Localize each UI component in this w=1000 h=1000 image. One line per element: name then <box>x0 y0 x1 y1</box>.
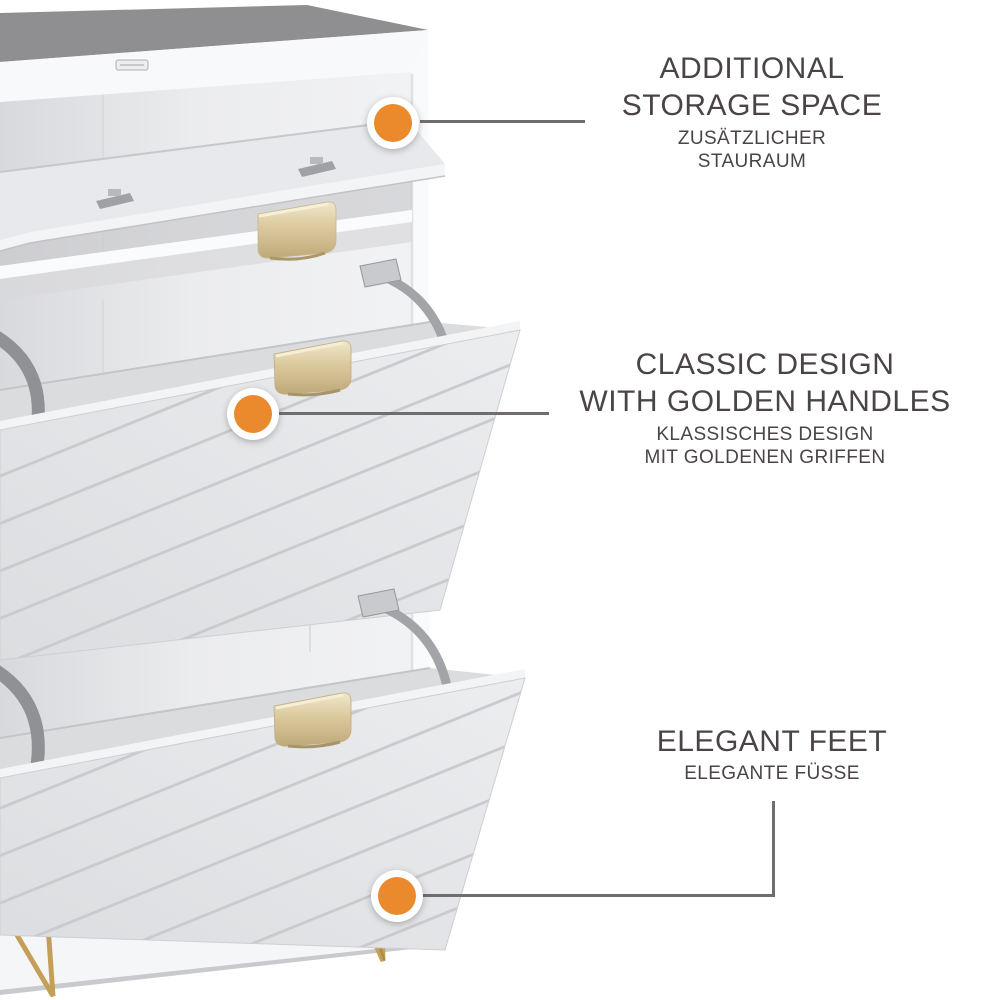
label-subtitle-line: KLASSISCHES DESIGN <box>656 424 874 445</box>
label-subtitle-line: MIT GOLDENEN GRIFFEN <box>644 447 886 468</box>
hotspot-dot-icon <box>234 395 272 433</box>
hotspot-dot-icon <box>378 877 416 915</box>
hotspot-storage-space[interactable] <box>367 97 419 149</box>
label-title-line: STORAGE SPACE <box>621 89 883 122</box>
callout-line-feet-vertical <box>772 801 775 895</box>
hotspot-dot-icon <box>374 104 412 142</box>
latch-plate <box>115 59 149 71</box>
callout-line-handles <box>276 412 549 415</box>
label-subtitle-line: ZUSÄTZLICHER <box>677 128 827 149</box>
hotspot-golden-handles[interactable] <box>227 388 279 440</box>
label-title-line: CLASSIC DESIGN <box>635 348 895 381</box>
callout-line-storage <box>420 120 585 123</box>
label-storage-space: ADDITIONAL STORAGE SPACE ZUSÄTZLICHER ST… <box>622 50 882 173</box>
gold-handle-bottom[interactable] <box>273 692 352 749</box>
label-elegant-feet: ELEGANT FEET ELEGANTE FÜSSE <box>657 723 888 785</box>
cabinet-top-panel <box>0 5 428 62</box>
flap-hinge-right <box>298 157 336 177</box>
gold-handle-top[interactable] <box>257 201 337 261</box>
label-title-line: ADDITIONAL <box>659 52 845 85</box>
foot-back-left <box>11 923 56 998</box>
label-title-line: WITH GOLDEN HANDLES <box>579 385 951 418</box>
top-flap-door[interactable] <box>0 119 446 261</box>
label-title-line: ELEGANT FEET <box>656 725 888 758</box>
flap-hinge-left <box>96 189 134 209</box>
label-golden-handles: CLASSIC DESIGN WITH GOLDEN HANDLES KLASS… <box>579 346 950 469</box>
label-subtitle-line: STAURAUM <box>697 151 807 172</box>
callout-line-feet-horizontal <box>421 894 775 897</box>
label-subtitle-line: ELEGANTE FÜSSE <box>684 763 860 784</box>
hotspot-elegant-feet[interactable] <box>371 870 423 922</box>
gold-handle-middle[interactable] <box>273 340 352 397</box>
